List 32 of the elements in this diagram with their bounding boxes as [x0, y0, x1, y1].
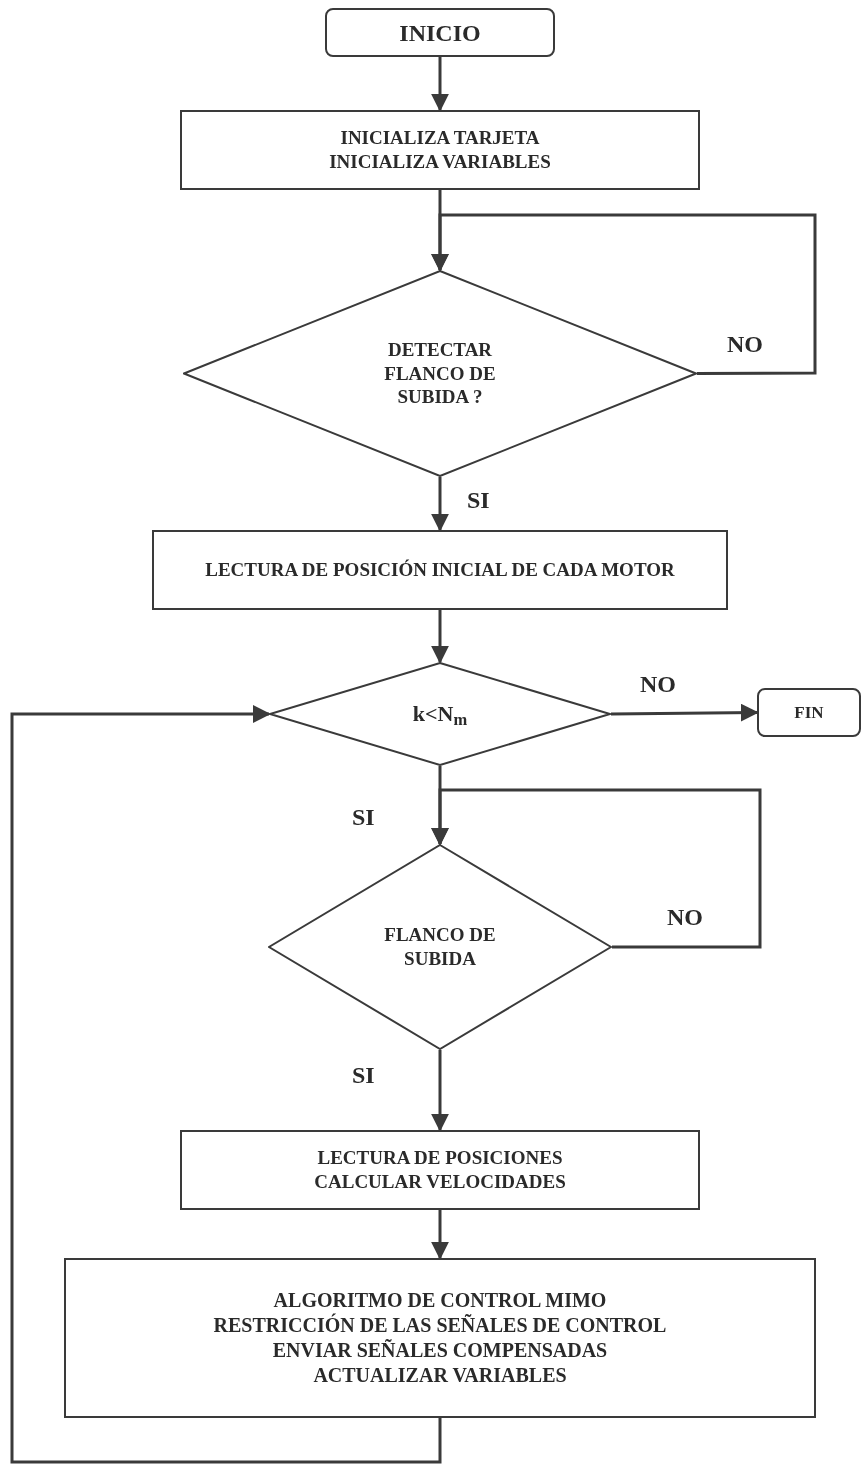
node-text: ALGORITMO DE CONTROL MIMO	[273, 1288, 607, 1313]
arrow	[431, 477, 449, 532]
terminal-box	[757, 688, 861, 737]
terminal-box	[325, 8, 555, 57]
decision-diamond	[269, 662, 611, 766]
node-text: INICIO	[399, 18, 481, 48]
arrow	[431, 57, 449, 112]
node-text: CALCULAR VELOCIDADES	[314, 1170, 566, 1194]
node-text: FIN	[794, 701, 824, 724]
node-text: ENVIAR SEÑALES COMPENSADAS	[272, 1338, 608, 1363]
arrow	[611, 703, 759, 722]
process-box	[180, 1130, 700, 1210]
node-text: k<N$_{m}$	[412, 700, 468, 728]
node-text: LECTURA DE POSICIÓN INICIAL DE CADA MOTOR	[205, 558, 675, 582]
arrow	[431, 1210, 449, 1260]
node-text: INICIALIZA TARJETA	[340, 126, 540, 150]
arrow	[10, 705, 442, 1464]
decision-diamond	[268, 844, 612, 1050]
process-box	[180, 110, 700, 190]
process-box	[64, 1258, 816, 1418]
node-text: FLANCO DE SUBIDA	[383, 923, 497, 971]
arrow	[431, 1050, 449, 1132]
arrow	[431, 788, 762, 949]
arrow	[431, 610, 449, 664]
node-text: ACTUALIZAR VARIABLES	[313, 1363, 567, 1388]
node-text: INICIALIZA VARIABLES	[329, 150, 551, 174]
process-box	[152, 530, 728, 610]
decision-diamond	[183, 270, 697, 477]
node-text: RESTRICCIÓN DE LAS SEÑALES DE CONTROL	[213, 1313, 667, 1338]
node-text: DETECTAR FLANCO DE SUBIDA ?	[383, 337, 497, 410]
node-text: LECTURA DE POSICIONES	[317, 1146, 563, 1170]
arrow	[431, 213, 817, 375]
